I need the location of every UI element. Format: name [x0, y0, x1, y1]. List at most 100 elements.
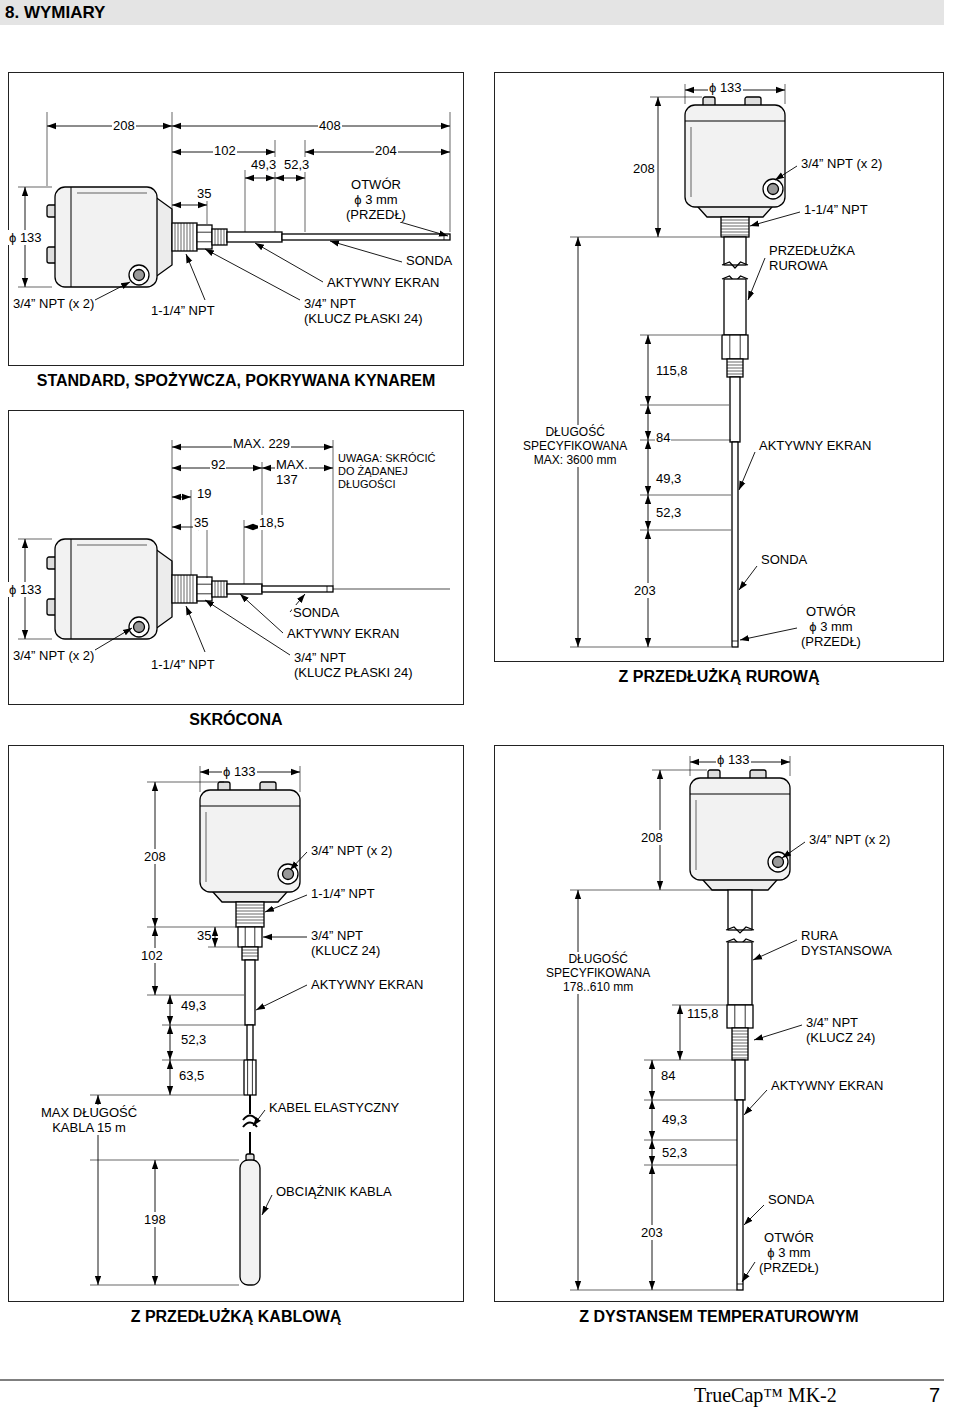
dimension-line — [47, 126, 172, 127]
dimension-value: 35 — [193, 515, 209, 530]
text-line: 208 — [633, 161, 655, 176]
rod — [724, 279, 746, 335]
thread — [212, 229, 227, 245]
dimension-value: 203 — [640, 1225, 664, 1240]
conduit-entry — [129, 617, 149, 637]
part-label: MAX. 229 — [232, 436, 291, 451]
housing-edge — [691, 127, 692, 197]
rod — [735, 1060, 745, 1100]
thread-line — [727, 368, 743, 369]
extension-line — [191, 490, 192, 575]
rod — [728, 942, 752, 1005]
text-line: (PRZEDŁ) — [346, 207, 406, 222]
text-line: MAX. 229 — [233, 436, 290, 451]
part-label: 1-1/4” NPT — [150, 303, 216, 318]
extension-line — [18, 187, 52, 188]
dimension-value: 52,3 — [283, 157, 310, 172]
part-label: 3/4” NPT (KLUCZ 24) — [310, 928, 381, 958]
title-bar — [0, 0, 944, 25]
dimension-value: 115,8 — [686, 1006, 720, 1021]
text-line: OTWÓR — [759, 1230, 819, 1245]
thread-line — [218, 229, 219, 245]
extension-line — [208, 947, 237, 948]
thread-line — [193, 575, 194, 603]
text-line: 7 — [929, 1384, 940, 1406]
thread-line — [236, 908, 264, 909]
conduit-bore — [134, 270, 145, 281]
thread-line — [727, 374, 743, 375]
thread-line — [181, 223, 182, 251]
text-line: 204 — [375, 143, 397, 158]
housing-edge — [77, 193, 147, 194]
thread-line — [218, 581, 219, 597]
extension-line — [147, 927, 236, 928]
text-line: 52,3 — [656, 505, 681, 520]
footer-text: TrueCap™ MK-2 — [693, 1384, 838, 1406]
thread — [172, 575, 197, 603]
dimension-line — [658, 97, 659, 237]
dimension-value: 49,3 — [180, 998, 207, 1013]
leader-line — [253, 1110, 265, 1126]
leader-line — [205, 600, 290, 655]
leader-line — [255, 243, 323, 282]
footer-text: 7 — [928, 1384, 941, 1406]
dimension-line — [652, 1100, 653, 1140]
dimension-value: 203 — [633, 583, 657, 598]
text-line: RURA — [801, 928, 892, 943]
extension-line — [162, 1060, 243, 1061]
hex-nut — [238, 927, 262, 947]
dimension-value: 208 — [112, 118, 136, 133]
dimension-value: 204 — [374, 143, 398, 158]
dimension-value: 84 — [655, 430, 671, 445]
footer-rule — [0, 1380, 944, 1381]
text-line: UWAGA: SKRÓCIĆ — [338, 452, 435, 465]
part-label: AKTYWNY EKRAN — [286, 626, 400, 641]
thread-line — [181, 575, 182, 603]
extension-line — [305, 140, 306, 232]
text-line: 49,3 — [251, 157, 276, 172]
part-label: RURA DYSTANSOWA — [800, 928, 893, 958]
cover-seam — [200, 806, 300, 807]
hex-edge — [197, 232, 212, 233]
text-line: 208 — [144, 849, 166, 864]
housing-edge — [77, 545, 147, 546]
part-label: SONDA — [767, 1192, 815, 1207]
dimension-line — [680, 1005, 681, 1060]
text-line: 52,3 — [181, 1032, 206, 1047]
dimension-value: 52,3 — [180, 1032, 207, 1047]
text-line: KABLA 15 m — [41, 1120, 137, 1135]
extension-line — [147, 995, 244, 996]
leader-line — [742, 1262, 755, 1282]
thread-line — [190, 575, 191, 603]
text-line: (KLUCZ PŁASKI 24) — [294, 665, 413, 680]
text-line: PRZEDŁUŻKA — [769, 243, 855, 258]
text-line: KABEL ELASTYCZNY — [269, 1100, 399, 1115]
rod — [227, 584, 262, 594]
text-line: RUROWA — [769, 258, 855, 273]
dimension-value: 102 — [213, 143, 237, 158]
panel-heading: SKRÓCONA — [9, 710, 463, 729]
part-label: 1-1/4” NPT — [310, 886, 376, 901]
leader-line — [263, 937, 307, 938]
thread-line — [175, 575, 176, 603]
thread-line — [732, 1034, 748, 1035]
panel-heading: Z PRZEDŁUŻKĄ KABLOWĄ — [9, 1307, 463, 1326]
housing — [690, 778, 790, 880]
text-line: 3/4” NPT — [304, 296, 423, 311]
text-line: (PRZEDŁ) — [801, 634, 861, 649]
thread-line — [187, 223, 188, 251]
extension-line — [644, 1100, 737, 1101]
thread-line — [721, 235, 749, 236]
dimension-value: 35 — [196, 928, 212, 943]
dimension-line — [652, 1060, 653, 1100]
extension-line — [90, 1095, 243, 1096]
text-line: 115,8 — [656, 363, 688, 378]
part-label: SONDA — [292, 605, 340, 620]
thread-line — [727, 365, 743, 366]
dimension-value: 408 — [318, 118, 342, 133]
thread-line — [178, 575, 179, 603]
dimension-value: 52,3 — [661, 1145, 688, 1160]
text-line: (KLUCZ 24) — [311, 943, 380, 958]
text-line: 115,8 — [687, 1006, 719, 1021]
hex-nut — [197, 225, 212, 249]
